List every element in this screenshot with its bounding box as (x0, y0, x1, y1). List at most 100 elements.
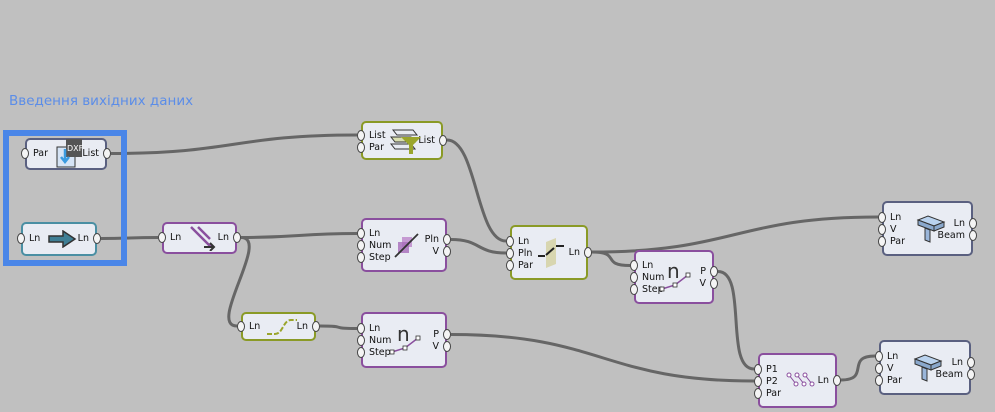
output-port-list[interactable] (103, 148, 111, 159)
input-label: Ln (170, 232, 182, 243)
input-port-ln[interactable] (878, 211, 886, 223)
input-label: Pln (518, 247, 533, 259)
input-port-pln[interactable] (506, 247, 514, 259)
output-label: Beam (937, 229, 965, 241)
input-label: Num (369, 240, 392, 251)
input-port-ln[interactable] (630, 260, 638, 271)
wire[interactable] (591, 215, 879, 254)
wire[interactable] (840, 354, 876, 382)
output-port-p[interactable] (710, 266, 718, 277)
input-label: Ln (29, 233, 41, 244)
wire[interactable] (100, 236, 159, 240)
wire[interactable] (717, 270, 755, 371)
input-label: Num (642, 272, 665, 283)
output-label: List (418, 134, 435, 146)
wire[interactable] (110, 133, 358, 155)
input-port-ln[interactable] (506, 235, 514, 247)
input-label: Par (887, 374, 903, 386)
output-label: V (432, 341, 440, 352)
input-port-num[interactable] (357, 240, 365, 251)
output-label: P (433, 329, 439, 340)
output-port-ln[interactable] (967, 356, 975, 368)
input-label: Step (369, 252, 391, 263)
output-label: P (700, 266, 706, 277)
wire[interactable] (227, 236, 251, 328)
input-port-list[interactable] (357, 129, 365, 141)
input-label: Par (33, 148, 49, 159)
output-port-pln[interactable] (443, 234, 451, 245)
input-label: V (887, 362, 894, 374)
input-port-num[interactable] (630, 272, 638, 283)
output-port-v[interactable] (443, 341, 451, 352)
input-port-par[interactable] (754, 387, 762, 399)
output-port-ln[interactable] (833, 374, 841, 386)
input-port-ln[interactable] (357, 228, 365, 239)
input-port-ln[interactable] (875, 350, 883, 362)
input-port-step[interactable] (630, 284, 638, 295)
input-label: P2 (766, 375, 778, 387)
wire[interactable] (240, 232, 358, 239)
component-curve[interactable]: Ln Ln (237, 312, 320, 341)
output-label: Pln (424, 234, 439, 245)
output-port-ln[interactable] (312, 320, 320, 332)
input-group-frame[interactable] (3, 130, 127, 266)
input-port-step[interactable] (357, 347, 365, 358)
input-port-v[interactable] (875, 362, 883, 374)
dxf-import-icon: DXF (54, 139, 84, 172)
output-label: Ln (951, 356, 963, 368)
input-port-num[interactable] (357, 335, 365, 346)
input-port-p2[interactable] (754, 375, 762, 387)
output-port-p[interactable] (443, 329, 451, 340)
input-port-par[interactable] (357, 141, 365, 153)
output-label: Ln (817, 374, 829, 386)
arrow-right-icon (47, 229, 77, 251)
input-port-ln[interactable] (357, 323, 365, 334)
beam-icon (916, 214, 946, 247)
input-port-p1[interactable] (754, 363, 762, 375)
input-port-par[interactable] (875, 374, 883, 386)
output-port-v[interactable] (443, 246, 451, 257)
input-label: Par (518, 259, 534, 271)
output-port-beam[interactable] (967, 368, 975, 380)
input-port-v[interactable] (878, 223, 886, 235)
layer-filter-icon (389, 127, 421, 158)
output-port-beam[interactable] (969, 229, 977, 241)
wire[interactable] (450, 333, 755, 383)
input-port-ln[interactable] (237, 320, 245, 332)
output-label: Ln (296, 320, 308, 332)
wire[interactable] (319, 324, 358, 330)
output-port-ln[interactable] (93, 233, 101, 244)
output-port-ln[interactable] (233, 232, 241, 243)
output-port-ln[interactable] (584, 246, 592, 258)
input-label: Ln (642, 260, 654, 271)
wire[interactable] (450, 238, 507, 255)
input-port-step[interactable] (357, 252, 365, 263)
input-port-par[interactable] (878, 235, 886, 247)
input-port-ln[interactable] (17, 233, 25, 244)
input-label: V (890, 223, 897, 235)
input-label: Ln (249, 320, 261, 332)
output-label: Ln (568, 246, 580, 258)
output-port-v[interactable] (710, 278, 718, 289)
input-port-par[interactable] (506, 259, 514, 271)
wire[interactable] (591, 250, 631, 267)
wire[interactable] (446, 138, 507, 243)
output-label: Beam (935, 368, 963, 380)
group-title: Введення вихідних даних (9, 93, 194, 109)
output-port-ln[interactable] (969, 217, 977, 229)
output-port-list[interactable] (439, 134, 447, 146)
input-port-ln[interactable] (158, 232, 166, 243)
input-port-par[interactable] (21, 148, 29, 159)
